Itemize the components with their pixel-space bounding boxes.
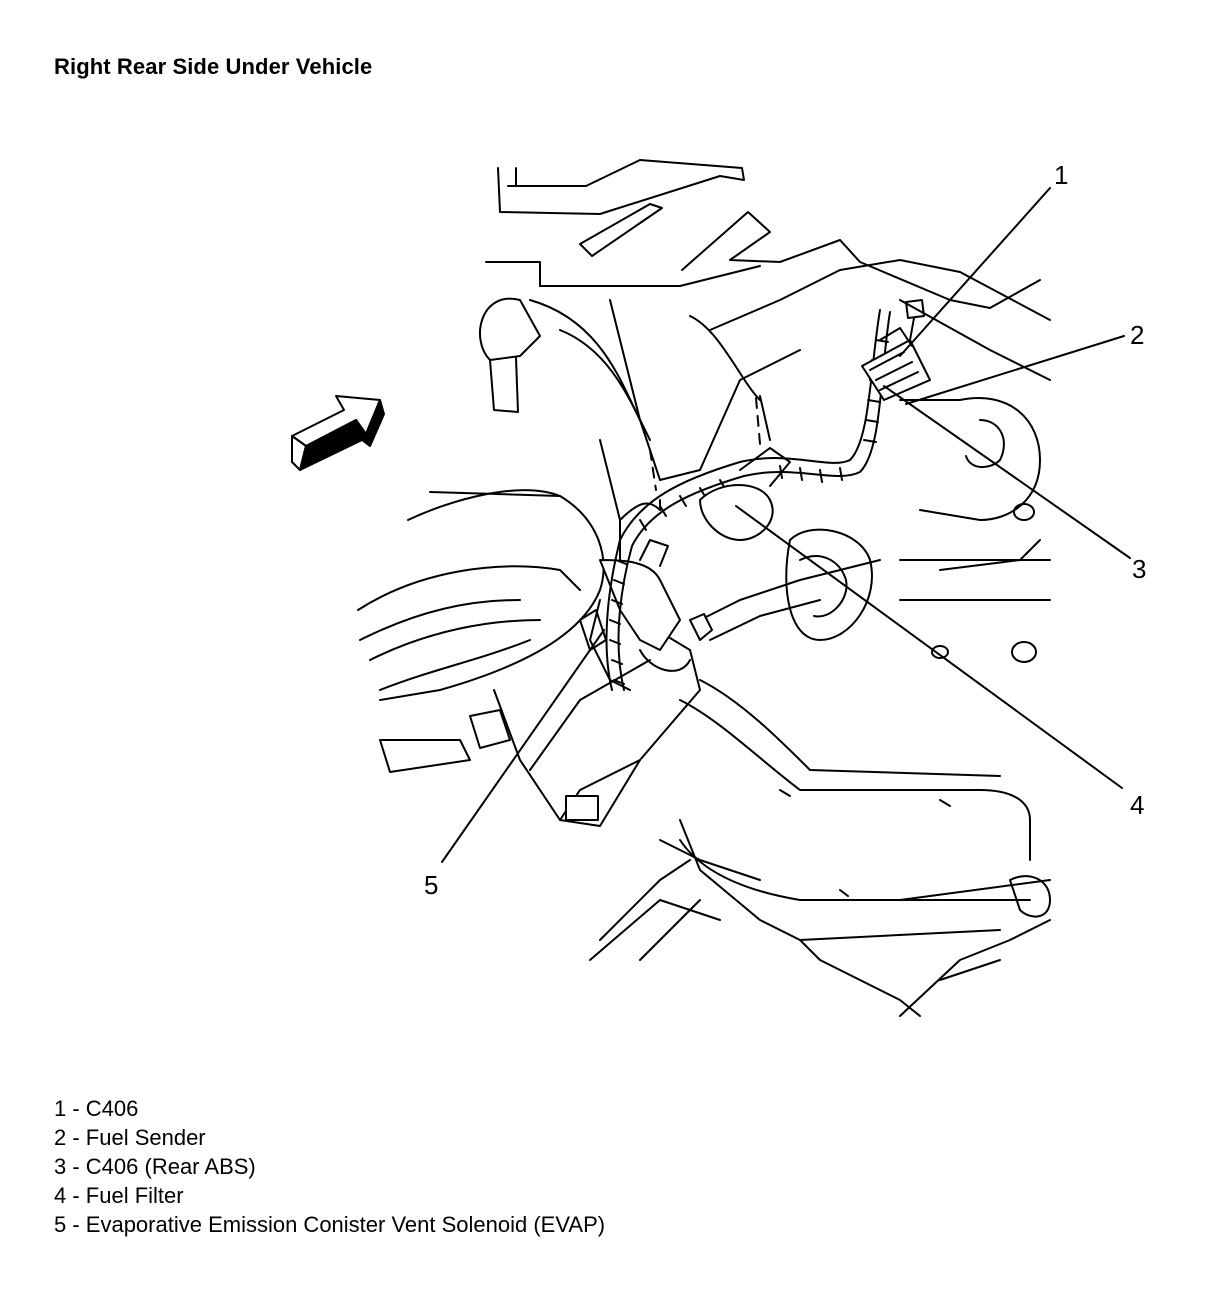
page-title: Right Rear Side Under Vehicle: [54, 54, 373, 79]
direction-arrow-icon: [291, 395, 385, 471]
leader-line-2: [905, 335, 1125, 405]
legend-item: 2 - Fuel Sender: [54, 1125, 206, 1150]
leader-line-3: [883, 385, 1131, 559]
vehicle-underbody-diagram: [291, 159, 1131, 1017]
legend-item: 3 - C406 (Rear ABS): [54, 1154, 256, 1179]
callout-3: 3: [1132, 554, 1147, 584]
leader-line-5: [441, 629, 605, 863]
fuel-tank: [357, 299, 801, 773]
rear-axle: [785, 397, 1051, 663]
upper-frame-structure: [479, 159, 1051, 441]
evap-canister-assembly: [493, 539, 701, 827]
leader-line-4: [735, 505, 1123, 789]
callout-5: 5: [424, 870, 439, 900]
leader-line-1: [899, 187, 1051, 357]
c406-connector: [861, 299, 931, 401]
leader-lines: [441, 187, 1131, 863]
callout-2: 2: [1130, 320, 1145, 350]
lower-frame-rails: [589, 679, 1051, 1017]
legend-item: 1 - C406: [54, 1096, 139, 1121]
legend-item: 5 - Evaporative Emission Conister Vent S…: [54, 1212, 606, 1237]
legend-item: 4 - Fuel Filter: [54, 1183, 184, 1208]
callout-1: 1: [1054, 160, 1069, 190]
callout-4: 4: [1130, 790, 1145, 820]
legend-list: 1 - C406 2 - Fuel Sender 3 - C406 (Rear …: [54, 1094, 605, 1239]
fuel-filter: [649, 395, 881, 641]
